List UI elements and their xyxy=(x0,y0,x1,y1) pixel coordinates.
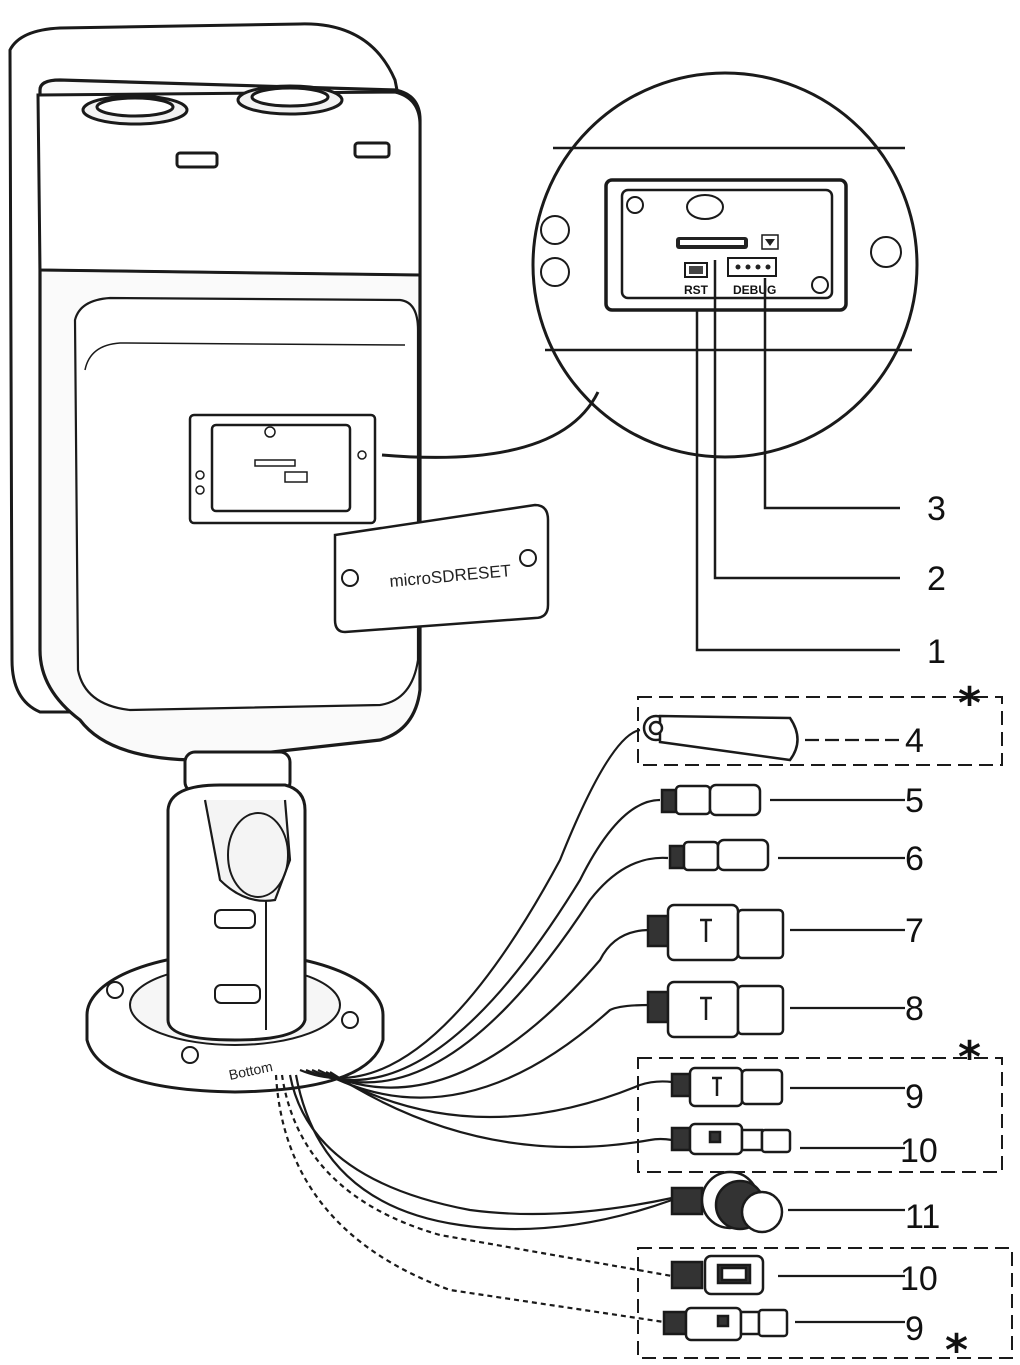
access-panel-small xyxy=(188,413,377,525)
callout-11: 11 xyxy=(905,1198,940,1236)
callout-7: 7 xyxy=(905,912,924,950)
callout-2: 2 xyxy=(927,560,946,598)
magnified-detail: RST DEBUG xyxy=(381,71,919,652)
cable-harness xyxy=(274,728,673,1324)
connector-8-terminal xyxy=(646,980,785,1039)
callout-5: 5 xyxy=(905,782,924,820)
callout-numbers: 3 2 1 4 5 6 7 8 9 10 11 10 9 xyxy=(900,490,946,1348)
connectors xyxy=(642,714,799,1342)
camera-mount: Bottom xyxy=(85,750,385,1094)
connector-7-terminal xyxy=(646,903,785,962)
callout-8: 8 xyxy=(905,990,924,1028)
callout-10b: 10 xyxy=(900,1260,938,1298)
connector-4-cap xyxy=(642,714,799,762)
callout-10a: 10 xyxy=(900,1132,938,1170)
camera-housing xyxy=(8,22,422,762)
leader-lines xyxy=(770,738,905,1324)
optional-star-2: * xyxy=(958,1032,981,1083)
optional-markers: * * * xyxy=(945,678,981,1365)
callout-4: 4 xyxy=(905,722,924,760)
callout-9a: 9 xyxy=(905,1078,924,1116)
microsd-reset-cover: microSD RESET xyxy=(333,503,550,634)
connector-9-terminal xyxy=(670,1066,784,1108)
rst-label: RST xyxy=(684,283,709,297)
connector-9-alt xyxy=(662,1306,789,1342)
cover-label-reset: RESET xyxy=(454,561,512,585)
connector-10-power xyxy=(670,1122,792,1156)
optional-groups xyxy=(637,696,1013,1359)
callout-1: 1 xyxy=(927,633,946,671)
optional-star-3: * xyxy=(945,1325,968,1365)
callout-9b: 9 xyxy=(905,1310,924,1348)
connector-11-rj45 xyxy=(670,1170,784,1234)
debug-label: DEBUG xyxy=(733,283,776,297)
connector-10-alt xyxy=(670,1254,765,1296)
callout-6: 6 xyxy=(905,840,924,878)
optional-star-1: * xyxy=(958,678,981,729)
connector-6-bnc xyxy=(668,838,770,872)
debug-port xyxy=(727,257,777,277)
connector-5-bnc xyxy=(660,783,762,817)
callout-1-3: 3 xyxy=(927,490,946,528)
